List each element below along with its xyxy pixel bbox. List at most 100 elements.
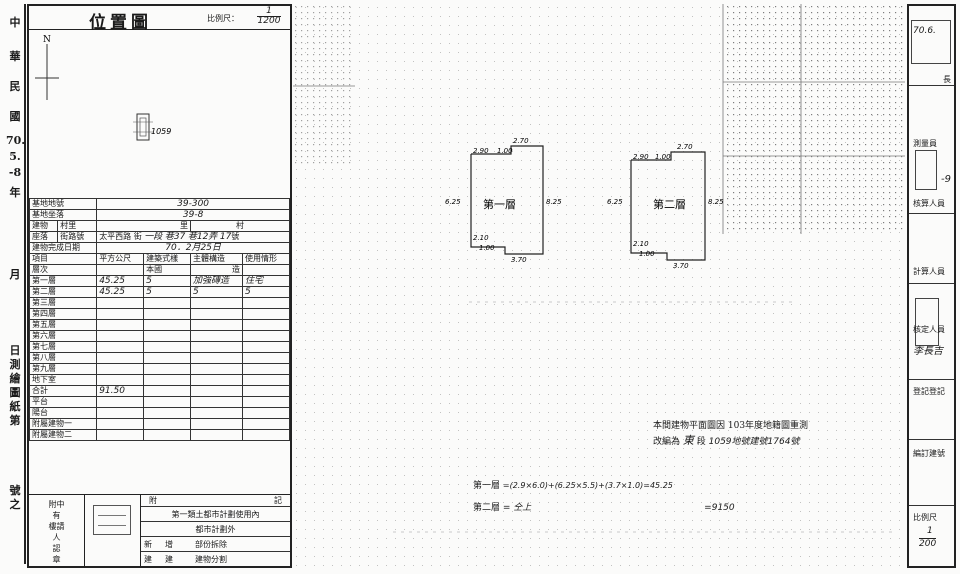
date-char: 國 — [9, 110, 21, 123]
svg-text:2.90: 2.90 — [473, 147, 489, 155]
floor-label: 第九層 — [28, 363, 98, 375]
floor-area: 45.25 — [96, 275, 145, 287]
building-number-label: 編訂建號 — [913, 449, 945, 458]
col-material: 主體構造 — [190, 253, 244, 265]
date-strip: 中 華 民 國 70. 5. -8 年 月 日 測 繪 圖 紙 第 號 之 — [4, 4, 26, 564]
date-char: 號 — [9, 484, 21, 497]
attached-2-label: 附屬建物二 — [28, 429, 98, 441]
col-item: 項目 — [28, 253, 98, 265]
floor-style — [143, 341, 192, 353]
land-seat-label: 基地坐落 — [28, 209, 98, 221]
land-no-label: 基地地號 — [28, 198, 98, 210]
floor-area — [96, 297, 145, 309]
floor-area — [96, 308, 145, 320]
floor-row: 第九層 — [28, 363, 290, 375]
complete-date-label: 建物完成日期 — [28, 242, 98, 254]
parcel-label: 1059 — [151, 127, 171, 136]
head-stamp — [911, 20, 951, 64]
door-suffix: 號 — [231, 232, 240, 242]
section-name: 東 — [682, 434, 694, 447]
floor-row: 第七層 — [28, 341, 290, 353]
info-panel: 位置圖 比例尺： 1 1200 N 1059 — [27, 4, 292, 568]
confirm-text: 有 — [52, 511, 61, 520]
date-char: -8 — [8, 166, 22, 179]
address-cell: 太平西路 街 一段 巷37 巷12弄 17號 — [96, 231, 290, 243]
scale-denominator: 1200 — [257, 16, 281, 26]
floor-style — [143, 319, 192, 331]
calc-total: =9150 — [704, 503, 735, 513]
floor-style: 5 — [143, 275, 192, 287]
building-label: 建物 — [28, 220, 59, 232]
location-map-drawing: N 1059 — [35, 35, 171, 141]
head-label: 長 — [943, 75, 951, 84]
parcel-sketch — [133, 113, 153, 141]
floor-area — [96, 363, 145, 375]
platform-label: 平台 — [28, 396, 98, 408]
floor-label: 第二層 — [28, 286, 98, 298]
floor-style — [143, 330, 192, 342]
floor-usage — [242, 363, 290, 375]
checker-name: 李長吉 — [913, 346, 943, 357]
svg-text:2.70: 2.70 — [677, 143, 693, 151]
verifier-label: 核算人員 — [913, 199, 945, 208]
renumber-note-text: 本間建物平面圖因 103年度地籍圖重測 — [653, 421, 809, 431]
col-structure-sub: 本國 — [143, 264, 192, 276]
floor-row: 第八層 — [28, 352, 290, 364]
scale-numerator: 1 — [927, 526, 933, 536]
floor-usage — [242, 330, 290, 342]
village-label: 村里 — [57, 220, 98, 232]
floor-label: 第七層 — [28, 341, 98, 353]
approval-cell-head: 70.6. 長 — [909, 6, 954, 86]
area-calc-floor-1: 第一層 =(2.9×6.0)+(6.25×5.5)+(3.7×1.0)=45.2… — [473, 478, 673, 491]
remarks-row-4: 建 建 建物分割 — [141, 552, 290, 567]
floor-label: 第三層 — [28, 297, 98, 309]
location-map-header: 位置圖 比例尺： 1 1200 — [29, 6, 290, 33]
remarks-row-4-c: 建物分割 — [195, 555, 227, 564]
svg-text:1.00: 1.00 — [639, 250, 655, 258]
owner-seal-stamp — [93, 505, 131, 535]
calc-floor-label: 第一層 — [473, 481, 501, 491]
dense-grid-block — [293, 4, 355, 164]
date-char: 5. — [9, 150, 21, 163]
scale-numerator: 1 — [266, 6, 272, 16]
floor-style — [143, 297, 192, 309]
scale-label: 比例尺 — [913, 513, 937, 522]
svg-text:2.70: 2.70 — [513, 137, 529, 145]
floor-usage — [242, 319, 290, 331]
north-label: N — [43, 35, 51, 45]
svg-text:3.70: 3.70 — [511, 256, 527, 264]
lane: 巷37 — [164, 232, 186, 242]
svg-text:1.00: 1.00 — [655, 153, 671, 161]
remarks-row-3: 新 增 部份拆除 — [141, 537, 290, 552]
checker-label: 核定人員 — [913, 325, 945, 334]
building-info-table: 基地地號 39-300 基地坐落 39-8 建物 村里 里 村 座落 街路號 太… — [28, 198, 290, 441]
attached-1-label: 附屬建物一 — [28, 418, 98, 430]
floor-usage — [242, 308, 290, 320]
floor-usage: 住宅 — [242, 275, 290, 287]
remarks-row-3-b: 增 — [165, 540, 173, 549]
floor-label: 第五層 — [28, 319, 98, 331]
floor-label: 第一層 — [28, 275, 98, 287]
floor-1-plan: 2.70 2.90 1.00 6.25 8.25 3.70 2.10 1.00 … — [445, 137, 562, 264]
surveyor-stamp — [915, 150, 937, 190]
col-floor: 層次 — [28, 264, 98, 276]
floor-area — [96, 330, 145, 342]
road-name: 太平西路 — [99, 232, 132, 242]
date-char: 圖 — [9, 386, 21, 399]
floor-style — [143, 352, 192, 364]
svg-text:2.10: 2.10 — [633, 240, 649, 248]
remarks-row-3-a: 新 — [144, 540, 152, 549]
svg-text:2.90: 2.90 — [633, 153, 649, 161]
svg-text:8.25: 8.25 — [708, 198, 724, 206]
svg-text:2.10: 2.10 — [473, 234, 489, 242]
floor-material — [190, 319, 244, 331]
floor-1-label: 第一層 — [483, 197, 516, 211]
total-area: 91.50 — [96, 385, 145, 397]
floor-row: 第四層 — [28, 308, 290, 320]
confirm-text: 人 — [52, 533, 61, 542]
remarks-box: 附中 有 樓請 人 認 章 附 記 第一類土都市計劃使用內 都市計劃外 新 增 — [29, 494, 290, 567]
head-stamp-date: 70.6. — [913, 26, 936, 36]
date-char: 年 — [9, 186, 21, 199]
